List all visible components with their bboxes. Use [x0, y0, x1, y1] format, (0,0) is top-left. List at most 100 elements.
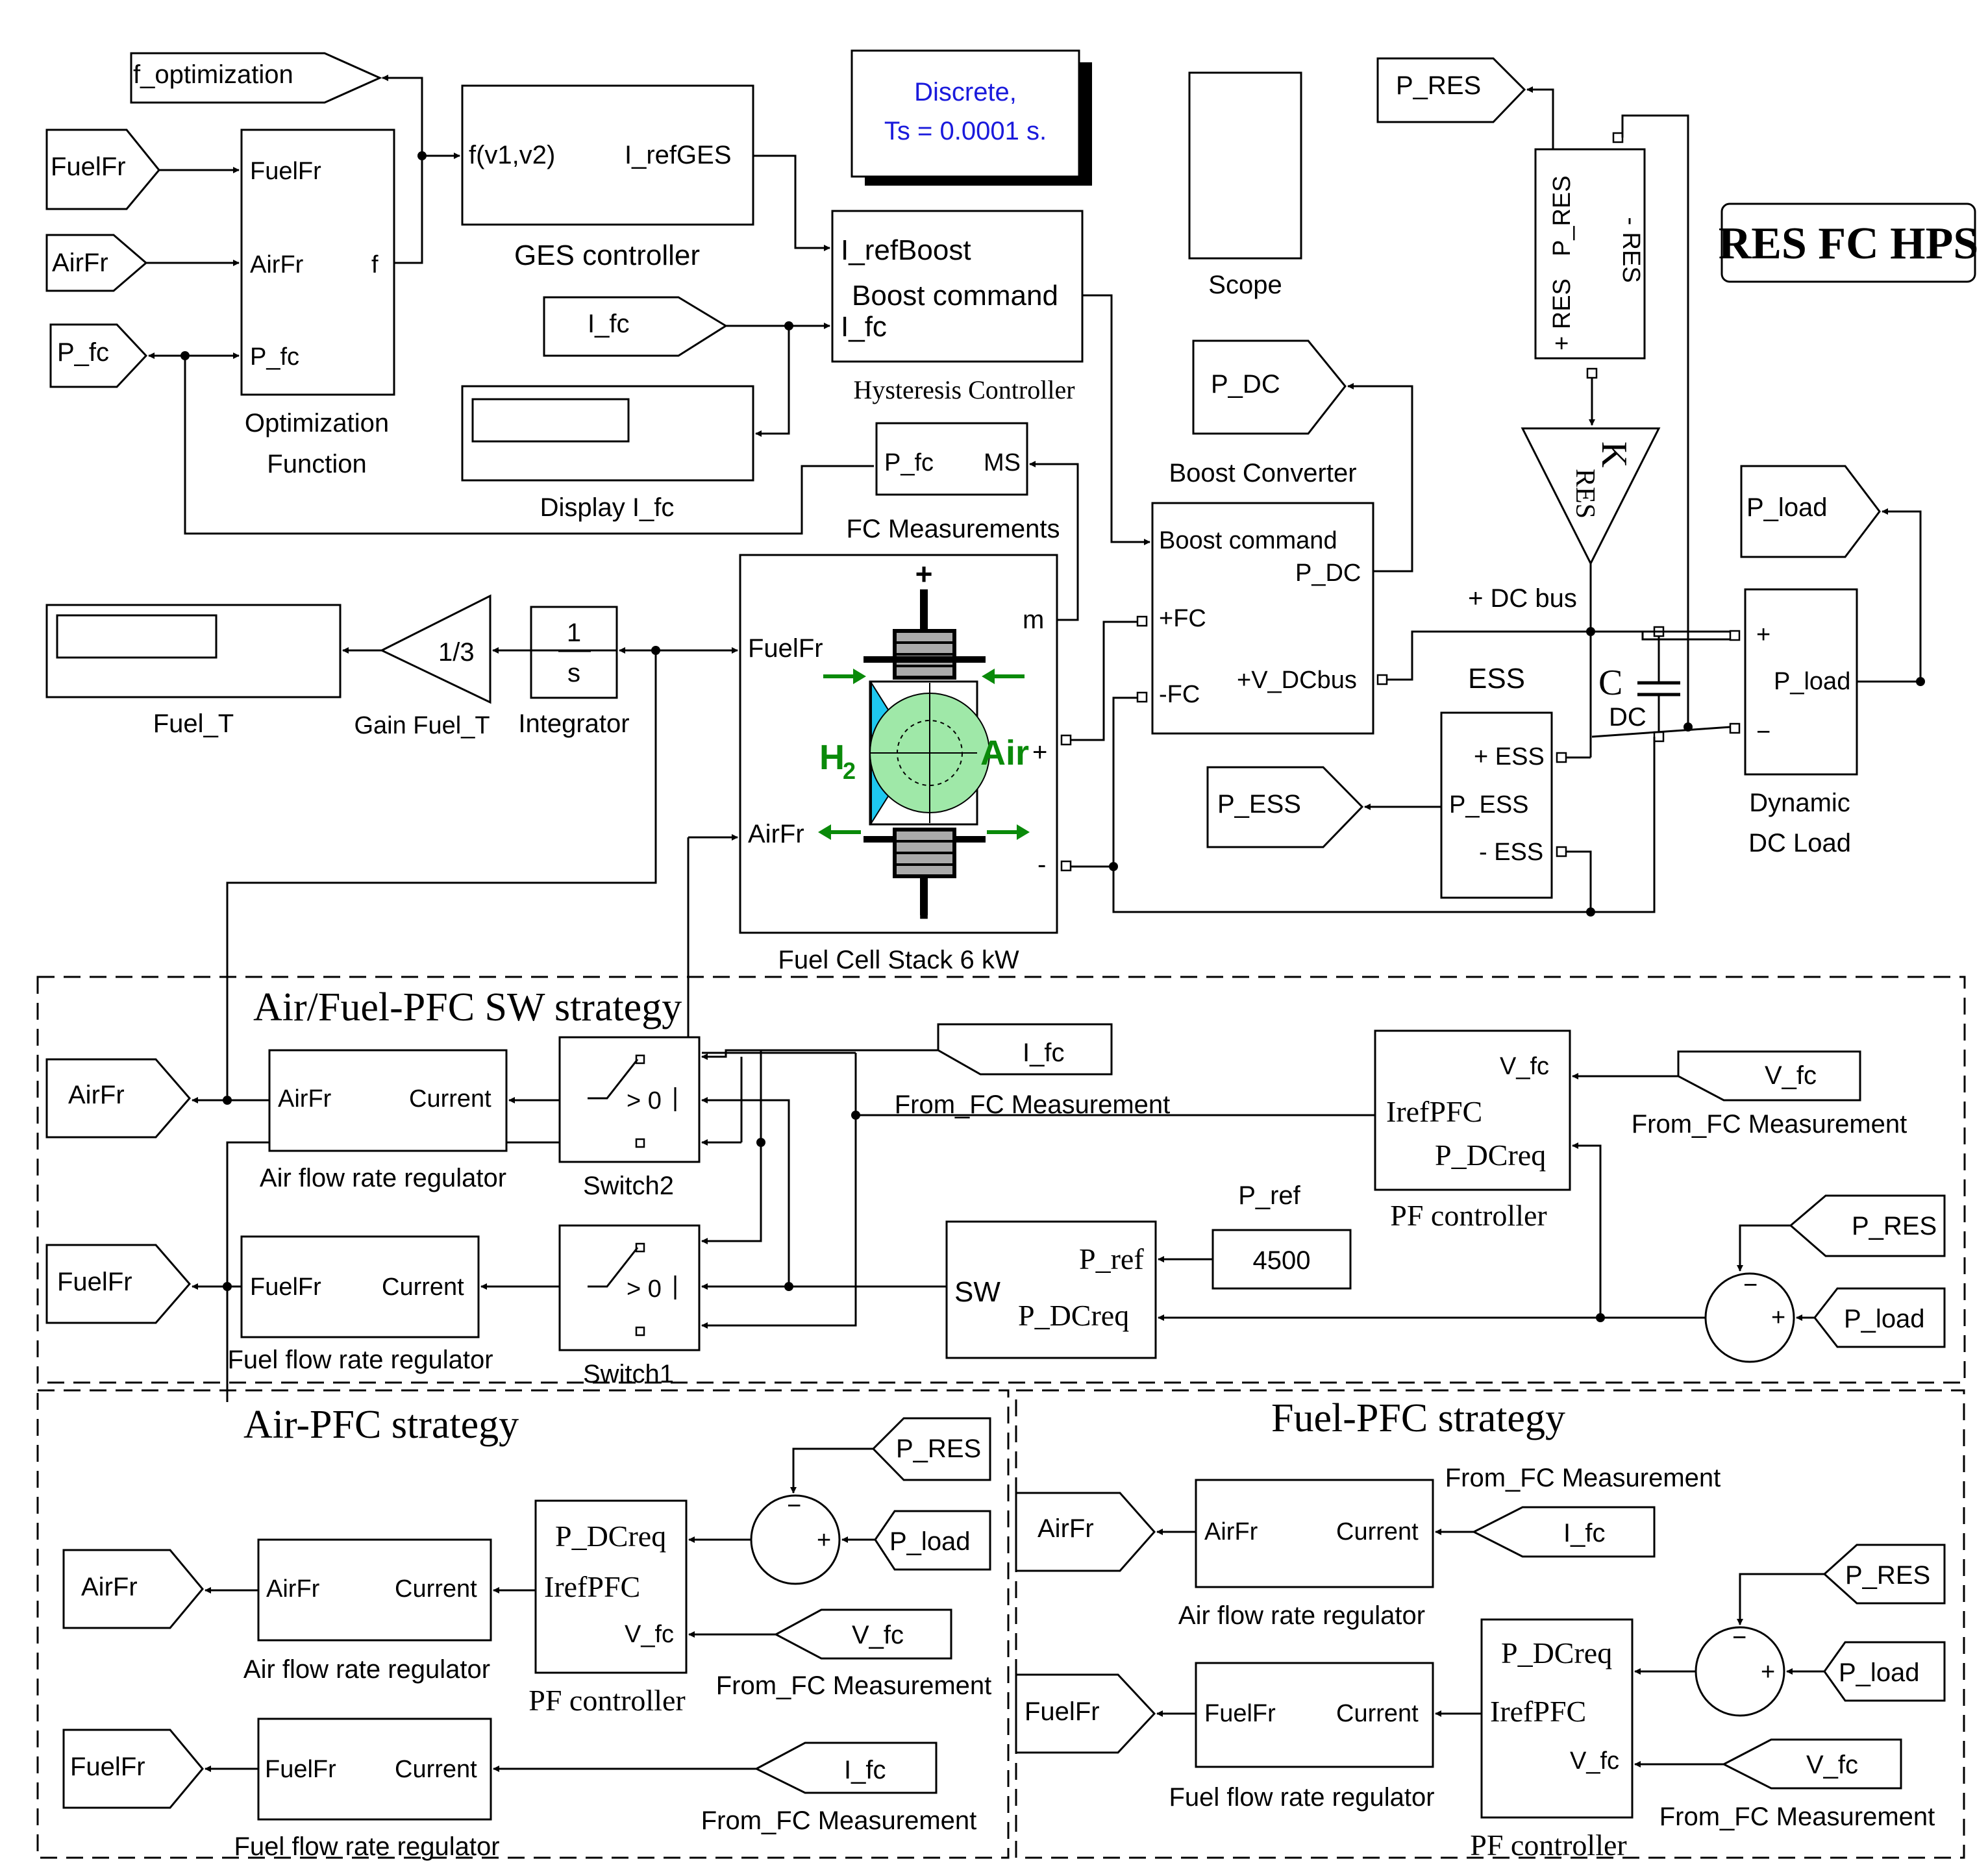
sw-air-flow-regulator[interactable]: AirFr Current — [268, 1049, 508, 1152]
scope-block[interactable] — [1188, 71, 1302, 260]
airfr-from-tag[interactable]: AirFr — [45, 234, 148, 292]
air-pfc-airfr-goto-tag[interactable]: AirFr — [62, 1549, 204, 1629]
fuel-pfc-i-fc-from-tag[interactable]: I_fc — [1471, 1506, 1656, 1558]
fc-measurements-block[interactable]: P_fc MS — [875, 422, 1028, 496]
ges-controller-block[interactable]: f(v1,v2) I_refGES — [461, 84, 754, 226]
fuel-pfc-title: Fuel-PFC strategy — [1271, 1396, 1565, 1440]
svg-text:- RES: - RES — [1617, 217, 1645, 282]
svg-text:2: 2 — [843, 757, 856, 784]
svg-text:P_load: P_load — [1844, 1305, 1925, 1333]
sw-fuelfr-goto-tag[interactable]: FuelFr — [45, 1244, 191, 1324]
sw-v-fc-from-tag[interactable]: V_fc — [1677, 1050, 1861, 1102]
i-fc-from-tag[interactable]: I_fc — [543, 296, 728, 357]
sw-p-load-from-tag[interactable]: P_load — [1813, 1287, 1946, 1348]
optimization-label-2: Function — [267, 450, 366, 478]
p-ess-goto-tag[interactable]: P_ESS — [1206, 766, 1364, 848]
fuel-pfc-p-res-from-tag[interactable]: P_RES — [1822, 1544, 1946, 1605]
svg-text:P_DCreq: P_DCreq — [1435, 1139, 1546, 1172]
switch2-block[interactable]: > 0 — [558, 1036, 701, 1163]
p-ref-constant[interactable]: 4500 — [1211, 1229, 1352, 1290]
top-wires — [146, 75, 1922, 1402]
optimization-function-block[interactable]: FuelFr AirFr P_fc f — [240, 129, 395, 396]
p-dc-goto-tag[interactable]: P_DC — [1192, 339, 1347, 435]
fuelfr-from-tag[interactable]: FuelFr — [45, 129, 160, 210]
svg-text:P_load: P_load — [1774, 668, 1850, 695]
hysteresis-controller-block[interactable]: I_refBoost Boost command I_fc — [831, 210, 1084, 363]
svg-text:V_fc: V_fc — [625, 1621, 674, 1648]
gain-fuel-t[interactable]: 1/3 — [379, 594, 491, 704]
sw-fuel-reg-label: Fuel flow rate regulator — [227, 1346, 493, 1374]
fuel-pfc-airfr-goto-tag[interactable]: AirFr — [1015, 1492, 1156, 1572]
sw-sum-block[interactable]: − + — [1704, 1272, 1795, 1363]
air-pfc-i-fc-from-tag[interactable]: I_fc — [754, 1742, 938, 1794]
sw-wires — [192, 1049, 1815, 1329]
svg-text:FuelFr: FuelFr — [1025, 1697, 1100, 1726]
svg-text:FuelFr: FuelFr — [57, 1268, 132, 1296]
sw-airfr-goto-tag[interactable]: AirFr — [45, 1058, 191, 1139]
fuel-pfc-p-load-from-tag[interactable]: P_load — [1823, 1641, 1946, 1702]
air-pfc-air-regulator[interactable]: AirFr Current — [257, 1538, 492, 1642]
p-load-goto-tag[interactable]: P_load — [1740, 465, 1881, 558]
svg-text:Current: Current — [1336, 1518, 1419, 1546]
fuel-pfc-v-fc-from-tag[interactable]: V_fc — [1721, 1738, 1902, 1790]
air-pfc-sum-block[interactable]: − + — [750, 1492, 841, 1585]
fc-plus-port — [1060, 734, 1072, 746]
svg-text:> 0: > 0 — [627, 1087, 662, 1115]
air-pfc-fuelfr-goto-tag[interactable]: FuelFr — [62, 1729, 204, 1809]
integrator-block[interactable]: 1 s — [530, 606, 618, 699]
svg-text:FuelFr: FuelFr — [1204, 1700, 1276, 1727]
svg-text:P_fc: P_fc — [250, 343, 299, 371]
air-pfc-v-fc-from-tag[interactable]: V_fc — [773, 1608, 952, 1660]
svg-text:IrefPFC: IrefPFC — [1386, 1095, 1482, 1128]
p-fc-goto-tag[interactable]: P_fc — [49, 323, 148, 388]
svg-text:P_RES: P_RES — [896, 1435, 981, 1463]
fuel-pfc-fuelfr-goto-tag[interactable]: FuelFr — [1015, 1673, 1156, 1754]
sw-fuel-flow-regulator[interactable]: FuelFr Current — [240, 1235, 480, 1338]
air-pfc-p-load-from-tag[interactable]: P_load — [874, 1510, 991, 1571]
svg-text:AirFr: AirFr — [52, 249, 108, 277]
air-pfc-pf-label: PF controller — [528, 1684, 685, 1717]
k-res-gain[interactable]: K RES — [1521, 427, 1661, 566]
sw-p-res-from-tag[interactable]: P_RES — [1789, 1194, 1946, 1257]
display-i-fc-block[interactable] — [461, 385, 754, 482]
svg-text:FuelFr: FuelFr — [51, 153, 126, 181]
gain-fuel-t-label: Gain Fuel_T — [354, 712, 490, 739]
fuel-cell-stack-block[interactable]: FuelFr AirFr m + - + - — [739, 554, 1058, 934]
air-pfc-fuel-regulator[interactable]: FuelFr Current — [257, 1718, 492, 1821]
svg-text:MS: MS — [984, 449, 1021, 476]
fuel-pfc-pf-controller[interactable]: P_DCreq IrefPFC V_fc — [1480, 1618, 1634, 1819]
svg-text:−: − — [1743, 1272, 1758, 1299]
fuel-pfc-from-i: From_FC Measurement — [1445, 1464, 1721, 1492]
svg-text:H: H — [819, 738, 845, 777]
dynamic-dc-load-block[interactable]: + P_load − — [1729, 588, 1858, 776]
switch1-block[interactable]: > 0 — [558, 1224, 701, 1351]
svg-text:AirFr: AirFr — [68, 1081, 125, 1109]
fuel-pfc-fuel-regulator[interactable]: FuelFr Current — [1195, 1662, 1434, 1768]
svg-text:Current: Current — [395, 1756, 477, 1783]
svg-text:Boost command: Boost command — [852, 280, 1058, 312]
p-res-goto-tag[interactable]: P_RES — [1376, 57, 1526, 123]
f-optimization-tag[interactable]: f_optimization — [130, 52, 382, 104]
powergui-block[interactable]: Discrete, Ts = 0.0001 s. — [851, 49, 1092, 186]
sw-i-fc-from-tag[interactable]: I_fc — [937, 1023, 1113, 1076]
air-pfc-wires — [205, 1447, 875, 1772]
svg-text:- ESS: - ESS — [1479, 839, 1543, 866]
sw-pf-controller[interactable]: V_fc IrefPFC P_DCreq — [1374, 1029, 1571, 1191]
svg-text:Boost command: Boost command — [1159, 527, 1337, 554]
air-pfc-pf-controller[interactable]: P_DCreq IrefPFC V_fc — [534, 1499, 688, 1674]
res-block[interactable]: P_RES - RES + RES — [1534, 132, 1646, 379]
fuel-pfc-pf-label: PF controller — [1470, 1829, 1626, 1862]
ess-block[interactable]: + ESS P_ESS - ESS — [1440, 711, 1567, 899]
fuel-pfc-air-regulator[interactable]: AirFr Current — [1195, 1479, 1434, 1588]
svg-text:P_RES: P_RES — [1548, 175, 1576, 256]
svg-text:AirFr: AirFr — [1037, 1514, 1094, 1543]
fuel-pfc-sum-block[interactable]: − + — [1695, 1624, 1785, 1717]
air-pfc-frame — [36, 1389, 1010, 1859]
sw-selector-block[interactable]: SW P_ref P_DCreq — [945, 1220, 1157, 1359]
boost-converter-block[interactable]: Boost command P_DC +FC +V_DCbus -FC — [1151, 502, 1374, 735]
svg-text:Ts = 0.0001 s.: Ts = 0.0001 s. — [884, 117, 1047, 145]
svg-text:+V_DCbus: +V_DCbus — [1237, 667, 1357, 694]
fuel-t-display[interactable] — [45, 604, 342, 698]
svg-text:P_RES: P_RES — [1396, 71, 1481, 100]
air-pfc-p-res-from-tag[interactable]: P_RES — [871, 1417, 991, 1481]
